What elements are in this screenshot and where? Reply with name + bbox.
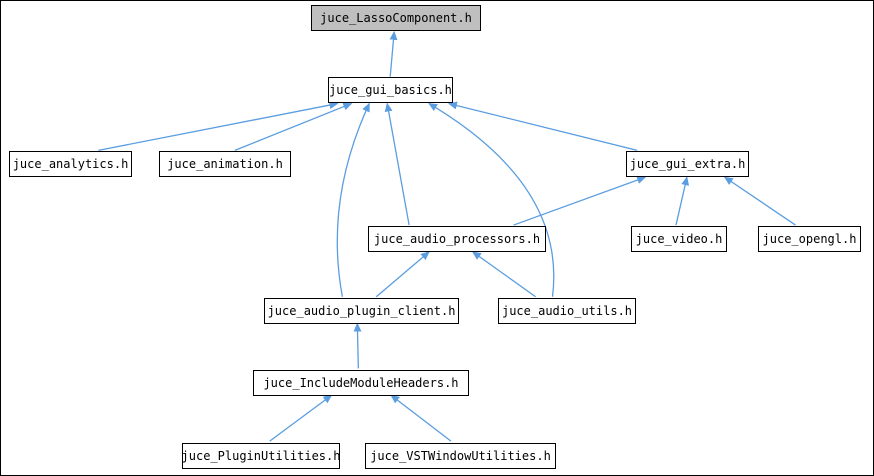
graph-node-juce_animation_h[interactable]: juce_animation.h — [159, 151, 291, 177]
graph-node-juce_video_h[interactable]: juce_video.h — [631, 226, 727, 252]
graph-node-juce_gui_extra_h[interactable]: juce_gui_extra.h — [626, 151, 749, 177]
graph-edge-juce_VSTWindowUtilities_h-to-juce_IncludeModuleHeaders_h — [390, 394, 452, 442]
graph-node-juce_opengl_h[interactable]: juce_opengl.h — [758, 226, 861, 252]
graph-node-juce_audio_processors_h[interactable]: juce_audio_processors.h — [368, 226, 546, 252]
graph-edge-juce_audio_plugin_client_h-to-juce_audio_processors_h — [375, 251, 430, 298]
graph-edge-juce_audio_processors_h-to-juce_gui_extra_h — [513, 176, 647, 226]
graph-edge-juce_gui_basics_h-to-juce_LassoComponent_h — [389, 30, 398, 77]
graph-node-juce_gui_basics_h[interactable]: juce_gui_basics.h — [328, 77, 453, 103]
graph-edge-juce_animation_h-to-juce_gui_basics_h — [234, 102, 353, 151]
graph-node-juce_PluginUtilities_h[interactable]: juce_PluginUtilities.h — [182, 443, 340, 469]
graph-node-juce_analytics_h[interactable]: juce_analytics.h — [9, 151, 132, 177]
graph-edge-juce_audio_utils_h-to-juce_gui_basics_h — [428, 103, 555, 297]
graph-edge-juce_analytics_h-to-juce_gui_basics_h — [98, 101, 339, 152]
graph-node-juce_audio_plugin_client_h[interactable]: juce_audio_plugin_client.h — [264, 298, 459, 324]
graph-edge-juce_audio_plugin_client_h-to-juce_gui_basics_h — [336, 102, 370, 297]
graph-edge-juce_IncludeModuleHeaders_h-to-juce_audio_plugin_client_h — [353, 322, 362, 369]
graph-node-juce_LassoComponent_h[interactable]: juce_LassoComponent.h — [311, 5, 481, 31]
graph-edge-juce_opengl_h-to-juce_gui_extra_h — [723, 176, 796, 226]
graph-edge-juce_gui_extra_h-to-juce_gui_basics_h — [447, 101, 638, 151]
graph-edge-juce_PluginUtilities_h-to-juce_IncludeModuleHeaders_h — [269, 394, 333, 442]
graph-node-juce_audio_utils_h[interactable]: juce_audio_utils.h — [498, 298, 636, 324]
graph-edge-juce_audio_utils_h-to-juce_audio_processors_h — [472, 251, 536, 298]
graph-node-juce_IncludeModuleHeaders_h[interactable]: juce_IncludeModuleHeaders.h — [253, 370, 469, 396]
graph-edge-juce_video_h-to-juce_gui_extra_h — [675, 176, 690, 226]
graph-node-juce_VSTWindowUtilities_h[interactable]: juce_VSTWindowUtilities.h — [365, 443, 556, 469]
graph-edge-juce_audio_processors_h-to-juce_gui_basics_h — [384, 102, 410, 226]
